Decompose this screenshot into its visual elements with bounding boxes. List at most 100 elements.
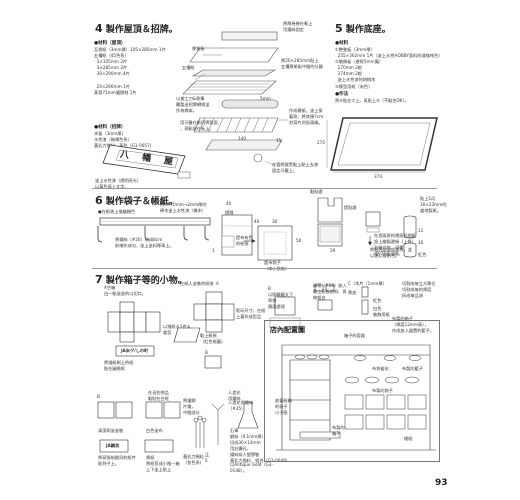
s4-label-j: 140 (238, 136, 246, 141)
s7-label-h: B (205, 350, 208, 355)
s4-label-b: 厚墊板 (192, 46, 205, 51)
s6-label-i: 50 (296, 238, 302, 243)
s6-label-p: 在過兩頁的裡面彩個紙 設上繪製邊緣（上條） 彩繪式的，可畫 原P76面面圖。 (374, 233, 416, 257)
s6-label-d: 1 (212, 248, 215, 253)
shop-label-f: 放著紙箱 的袋子 小子筋 (275, 398, 292, 416)
s7-label-s: 在這些物品 黏貼在台框 (148, 390, 169, 402)
s7-label-b: 在紙人塗裝的紙張 (180, 281, 214, 286)
s5-materials-head: ●材料 (335, 41, 349, 46)
s5-method-head: ●作法 (335, 92, 349, 97)
shop-label-a: 箱子的容器 (344, 333, 365, 338)
s6-label-o: 將紙內部塗成蒙灰，並 以迷幻板貼合。 (370, 247, 412, 259)
s7-label-z: 正 5 (205, 452, 210, 464)
s4-materials-head: ●材料（屋頂） (94, 41, 126, 46)
s6-label-m: 提貼處 (344, 205, 357, 210)
s6-label-s: 紅色 (418, 252, 427, 257)
s6-label-r: 10 (418, 240, 424, 245)
section-5-number: 5 (335, 22, 343, 35)
shop-label-g: 布製的袋子 (372, 388, 393, 393)
shop-label-h: 布製的 箱子 (332, 425, 345, 437)
base-dim-width: 374 (374, 174, 382, 179)
s5-method: 將⑤貼在①上，再貼上③（不黏也OK）。 (335, 98, 409, 103)
s7-label-y: 人造花用鐵絲 （#35） (228, 400, 254, 412)
s7-label-t: 白色塗布 (146, 428, 163, 433)
s4-label-d: 將20×285mm貼上 五槽厚紙板中間的分離 (281, 58, 323, 70)
s4-materials-list: 瓦楞紙（3mm厚）105×285mm 1片 五槽紙（45色系） 3×105mm … (94, 47, 166, 95)
divider-1 (92, 188, 437, 189)
section-6-number: 6 (95, 194, 103, 207)
shop-label-d: 布袋雀化 (372, 366, 389, 371)
page-number: 93 (435, 478, 448, 488)
s7-label-r: 清潔劑塗塗裝 (98, 428, 124, 433)
s4-label-e: 以美工刀&骨筆 雕製出招牌網線並 作為標本。 (176, 96, 210, 114)
s6-label-g: 40 (254, 219, 260, 224)
section-7-heading: 7 製作箱子等的小物。 (95, 273, 187, 286)
s7-label-v: 將寫張給鋼貝的組件 貼到子上。 (98, 455, 136, 467)
s7-label-l: 白色 裝飾用紙 (373, 306, 390, 318)
s6-label-c: 摺線 (225, 210, 234, 215)
section-4-number: 4 (95, 22, 103, 35)
s7-label-k: 紅色 (373, 298, 382, 303)
s7-label-p: 將描紙刷上的紙 貼在圖格框 (104, 360, 134, 372)
s6-label-f: 黏貼處 (310, 189, 323, 194)
s6-label-h: 30 (272, 219, 278, 224)
s7-label-d: 影印尺寸，在紙 上著作成型品 (236, 308, 266, 320)
s7-label-j: 厚皮 (348, 290, 357, 295)
s7-label-cc: 以Antique Gold（G3- 0148）。 (230, 462, 273, 474)
s4-label-a: 將厚卷捲在軟上 用鐵絲固定 (283, 21, 313, 33)
section-7-number: 7 (95, 273, 103, 286)
s4-label-h: 用牙籤在紙招牌背面 ，再點貼在板上。 (180, 120, 218, 132)
section-4-heading: 4 製作屋頂＆招牌。 (95, 22, 178, 35)
s6-label-a: 將5×70mm→2mm厚的 棒木塗上水性漆（橡木） (160, 202, 207, 214)
s7-label-a: A空箱 白一點塗塗的以切口。 (104, 285, 146, 297)
section-5-heading: 5 製作底座。 (335, 22, 391, 35)
base-dim-height: 270 (317, 140, 325, 145)
s7-label-aa: 蓋乳力細粒 （各色系） (183, 454, 204, 466)
s6-label-b: 將鋼絲（#20）切成8cm 前端作成勾，塗上塗料隊車上。 (115, 237, 174, 249)
s6-label-n: 貼上5月 30×23mm的 當地製紙。 (420, 196, 447, 214)
section-7-title: 製作箱子等的小物。 (105, 276, 187, 286)
s4-sign-materials-list: 木板（3mm厚） 水性漆（暗褐色系） 蓋乳力描料．黃色（G1-0057） (94, 131, 154, 149)
s7-label-u: JA鋼貝 (106, 443, 120, 448)
s4-label-c: 五槽紙 (182, 65, 195, 70)
s4-label-l: 在管問號黑點上點上去漆 固定牙籤上。 (272, 162, 319, 174)
s7-label-n: 以描紙＆1件＆ 裁剪 (163, 324, 191, 336)
section-6-title: 製作袋子＆帳紙。 (105, 197, 178, 207)
s7-label-dd: 厚紙 將紙剪成小格一箱 上下塗上貼上 (146, 455, 180, 473)
shop-label-c: （厚度12mm高）， 作成放入器置的籃子。 (392, 322, 434, 334)
s4-label-g: 作成模紙，塗上接 著劑，將其捲7cm 對齊片對長兩端。 (289, 108, 324, 126)
shop-label-b: 布製的箱子 (392, 316, 413, 321)
s6-label-q: 11 (418, 228, 424, 233)
shop-label-e: 布製的籃子 (402, 366, 423, 371)
s4-label-f: 5mm (260, 96, 271, 101)
s7-label-g: 鋼帶（P.59）放入 黏上紙板地材、再 做組合 (313, 283, 347, 301)
s5-materials-list: ①整墊板（3mm厚） 255×362mm 1片（塗上水性HOBBY面料的淺咖啡色… (335, 47, 443, 89)
s7-label-bb: 石膏 鋼絲（0.1mm厚） 切成30×14mm 用針鑽孔， 鐵絲穿入塑膠裝 蓋乳… (230, 428, 290, 464)
divider-2 (92, 268, 437, 269)
s4-label-i: 15 (276, 138, 282, 143)
s4-sign-materials-head: ●材料（招牌） (94, 125, 126, 130)
s7-label-e: B 以版輪圖文下 寄物 鏡面處理 (268, 286, 294, 310)
s7-label-o: JA米ゲ/しの町 (121, 348, 149, 353)
s7-label-q: B (97, 394, 100, 399)
section-6-heading: 6 製作袋子＆帳紙。 (95, 194, 178, 207)
shop-layout-title: 店內配置圖 (270, 326, 305, 334)
section-5-title: 製作底座。 (345, 25, 391, 35)
s4-label-k: 塗上水性漆（透明亮光） 以黃色寫上文字。 (95, 178, 142, 190)
s7-label-i: C（木片（1mm厚） (348, 281, 387, 286)
s7-label-w: 人造花 用鐵絲 (228, 390, 241, 402)
s6-bag-label: ●在紙張上描繪顏色 (98, 209, 136, 214)
s7-label-x: 將鐵鋼 片鐵， 中間部分 (183, 398, 200, 416)
section-4-title: 製作屋頂＆招牌。 (105, 25, 178, 35)
s7-label-m: 切割成每立方單位 切割成每的厚度 拆成每品項 (402, 281, 436, 299)
s7-label-c: 黏上紙張 （紅色框圖） (200, 333, 226, 345)
s6-label-j: 29 (330, 248, 336, 253)
shop-layout-frame (264, 320, 440, 462)
shop-label-i: 細紙 (404, 436, 413, 441)
s6-label-e: 40 (226, 201, 232, 206)
